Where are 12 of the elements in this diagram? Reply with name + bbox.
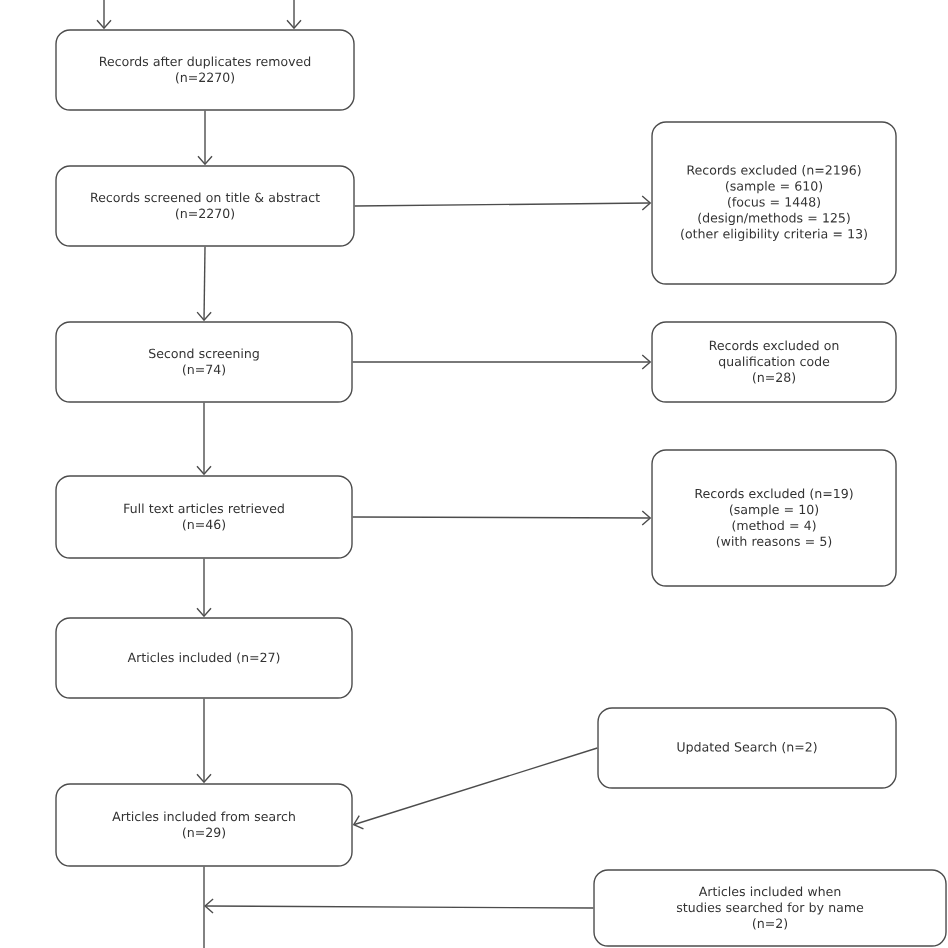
arrow xyxy=(196,558,212,618)
arrow xyxy=(196,698,212,784)
arrow xyxy=(204,898,594,914)
arrow xyxy=(196,402,212,476)
arrow xyxy=(286,0,302,30)
arrow xyxy=(352,354,652,370)
arrow xyxy=(196,246,212,322)
arrow xyxy=(197,110,213,166)
arrow xyxy=(354,195,652,211)
arrow xyxy=(96,0,112,30)
arrow xyxy=(352,510,652,526)
arrow xyxy=(352,747,598,830)
